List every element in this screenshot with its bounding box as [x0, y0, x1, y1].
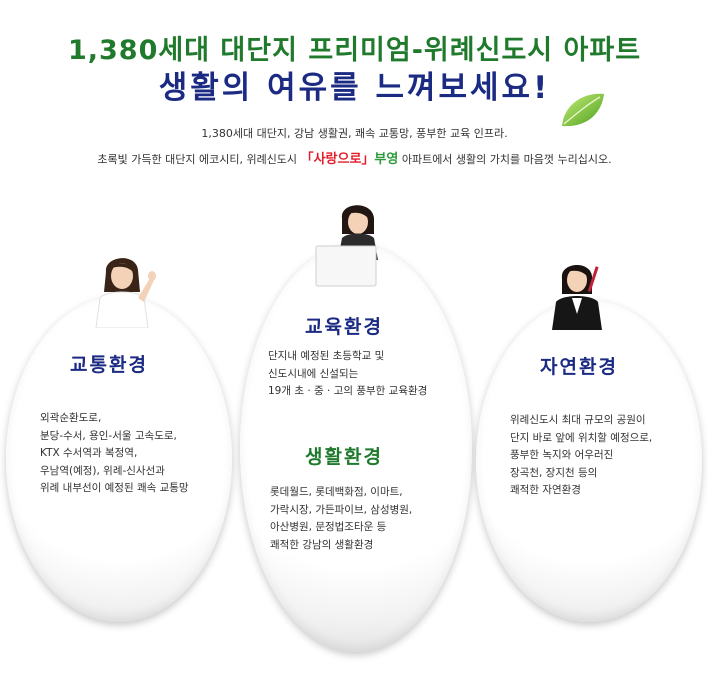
tagline: 생활의 여유를 느껴보세요! — [158, 70, 551, 106]
intro-line-2-pre: 초록빛 가득한 대단지 에코시티, 위례신도시 — [97, 153, 298, 166]
circle-nature — [476, 300, 702, 622]
circle-education-living — [240, 244, 472, 652]
woman-waving-illustration — [95, 258, 156, 328]
living-line: 쾌적한 강남의 생활환경 — [270, 538, 374, 551]
living-title: 생활환경 — [305, 446, 383, 468]
circle-transport — [6, 296, 232, 622]
education-line: 19개 초 · 중 · 고의 풍부한 교육환경 — [268, 385, 428, 397]
nature-line: 쾌적한 자연환경 — [510, 484, 581, 496]
living-description: 롯데월드, 롯데백화점, 이마트, 가락시장, 가든파이브, 삼성병원, 아산병… — [270, 484, 412, 554]
nature-line: 장곡천, 장지천 등의 — [510, 466, 598, 479]
education-title: 교육환경 — [305, 316, 383, 338]
headline: 1,380세대 대단지 프리미엄-위례신도시 아파트 — [67, 35, 642, 66]
transport-line: 위례 내부선이 예정된 쾌속 교통망 — [40, 482, 189, 494]
transport-description: 외곽순환도로, 분당-수서, 용인-서울 고속도로, KTX 수서역과 복정역,… — [40, 410, 189, 498]
living-line: 롯데월드, 롯데백화점, 이마트, — [270, 486, 403, 498]
intro-line-2-post: 아파트에서 생활의 가치를 마음껏 누리십시오. — [401, 153, 612, 166]
transport-title: 교통환경 — [70, 354, 148, 376]
brand-highlight-sarang: 「사랑으로」 — [300, 152, 375, 167]
nature-line: 단지 바로 앞에 위치할 예정으로, — [510, 431, 653, 444]
nature-line: 풍부한 녹지와 어우러진 — [510, 449, 614, 461]
brand-highlight-booyoung: 부영 — [374, 152, 399, 167]
intro-line-2: 초록빛 가득한 대단지 에코시티, 위례신도시 「사랑으로」부영 아파트에서 생… — [0, 148, 709, 167]
transport-line: 우남역(예정), 위례-신사선과 — [40, 464, 165, 477]
transport-line: 분당-수서, 용인-서울 고속도로, — [40, 429, 177, 442]
header: 1,380세대 대단지 프리미엄-위례신도시 아파트 생활의 여유를 느껴보세요… — [0, 0, 709, 170]
nature-title: 자연환경 — [540, 356, 618, 378]
intro-line-1: 1,380세대 대단지, 강남 생활권, 쾌속 교통망, 풍부한 교육 인프라. — [201, 127, 508, 140]
education-line: 신도시내에 신설되는 — [268, 367, 359, 380]
education-line: 단지내 예정된 초등학교 및 — [268, 350, 385, 362]
transport-line: KTX 수서역과 복정역, — [40, 447, 138, 459]
living-line: 가락시장, 가든파이브, 삼성병원, — [270, 503, 413, 516]
woman-with-board-illustration — [315, 205, 378, 287]
leaf-icon — [562, 93, 604, 127]
education-description: 단지내 예정된 초등학교 및 신도시내에 신설되는 19개 초 · 중 · 고의… — [268, 348, 427, 401]
nature-line: 위례신도시 최대 규모의 공원이 — [510, 414, 646, 426]
nature-description: 위례신도시 최대 규모의 공원이 단지 바로 앞에 위치할 예정으로, 풍부한 … — [510, 412, 652, 500]
woman-with-pen-illustration — [552, 264, 602, 330]
transport-line: 외곽순환도로, — [40, 412, 102, 424]
living-line: 아산병원, 문정법조타운 등 — [270, 521, 387, 533]
